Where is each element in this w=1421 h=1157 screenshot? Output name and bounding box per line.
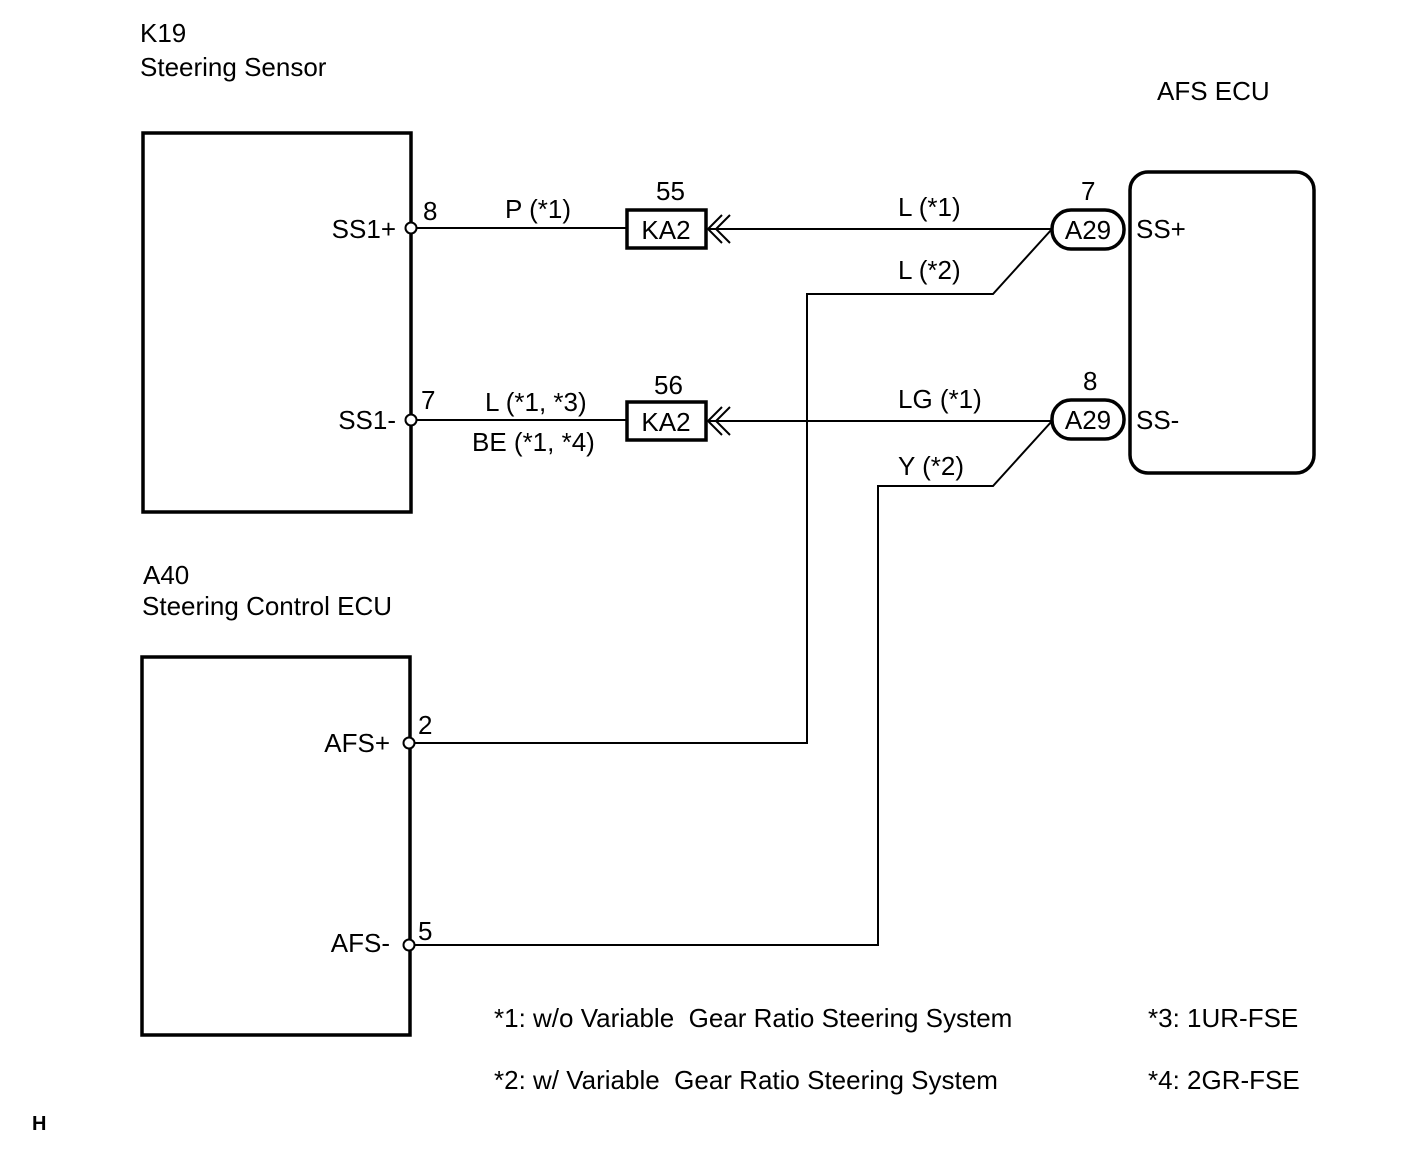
a29-label-top: A29 bbox=[1065, 215, 1111, 245]
wire-labels: P (*1) L (*1) L (*2) L (*1, *3) BE (*1, … bbox=[472, 192, 982, 481]
footnote-2: *2: w/ Variable Gear Ratio Steering Syst… bbox=[494, 1065, 998, 1095]
junction-label-top: KA2 bbox=[641, 215, 690, 245]
chevron-left-icon bbox=[714, 214, 731, 244]
afs-ecu-box bbox=[1128, 170, 1316, 475]
pin-label-ss1-plus: SS1+ bbox=[332, 214, 396, 244]
a40-box bbox=[140, 655, 412, 1037]
wire-afs-minus bbox=[414, 420, 1053, 946]
a29-connector-top: 7 A29 bbox=[1050, 176, 1126, 251]
pin-number-2: 2 bbox=[418, 710, 432, 740]
wire-label-l2: L (*2) bbox=[898, 255, 961, 285]
k19-steering-sensor: K19 Steering Sensor SS1+ 8 SS1- 7 bbox=[140, 18, 437, 514]
corner-mark: H bbox=[32, 1113, 46, 1135]
chevron-left-icon bbox=[714, 406, 731, 436]
a29-pin-number-7: 7 bbox=[1081, 176, 1095, 206]
pin-label-ss1-minus: SS1- bbox=[338, 405, 396, 435]
wire-label-l1: L (*1) bbox=[898, 192, 961, 222]
chevron-left-icon bbox=[706, 214, 723, 244]
pin-label-afs-minus: AFS- bbox=[331, 928, 390, 958]
afs-ecu: AFS ECU SS+ SS- bbox=[1128, 76, 1316, 475]
junction-box-top bbox=[625, 208, 708, 250]
wire-label-lg1: LG (*1) bbox=[898, 384, 982, 414]
junction-number-56: 56 bbox=[654, 370, 683, 400]
junction-box-bottom bbox=[625, 400, 708, 442]
footnote-1: *1: w/o Variable Gear Ratio Steering Sys… bbox=[494, 1003, 1012, 1033]
junction-connector-top: 55 KA2 bbox=[625, 176, 731, 250]
pin-number-8: 8 bbox=[423, 196, 437, 226]
a29-oval-bottom bbox=[1050, 398, 1126, 441]
terminal-afs-plus bbox=[402, 736, 416, 750]
pin-label-ss-minus: SS- bbox=[1136, 405, 1179, 435]
footnote-3: *3: 1UR-FSE bbox=[1148, 1003, 1298, 1033]
afs-ecu-name: AFS ECU bbox=[1157, 76, 1270, 106]
k19-name: Steering Sensor bbox=[140, 52, 327, 82]
wire-label-y2: Y (*2) bbox=[898, 451, 964, 481]
pin-label-afs-plus: AFS+ bbox=[324, 728, 390, 758]
wires bbox=[414, 227, 1053, 946]
pin-label-ss-plus: SS+ bbox=[1136, 214, 1186, 244]
k19-code: K19 bbox=[140, 18, 186, 48]
a29-pin-number-8: 8 bbox=[1083, 366, 1097, 396]
chevron-left-icon bbox=[706, 406, 723, 436]
junction-connector-bottom: 56 KA2 bbox=[625, 370, 731, 442]
junction-number-55: 55 bbox=[656, 176, 685, 206]
a29-connector-bottom: 8 A29 bbox=[1050, 366, 1126, 441]
wire-label-be14: BE (*1, *4) bbox=[472, 427, 595, 457]
wire-label-l13: L (*1, *3) bbox=[485, 387, 587, 417]
terminal-ss1-plus bbox=[404, 221, 418, 235]
pin-number-5: 5 bbox=[418, 916, 432, 946]
a40-name: Steering Control ECU bbox=[142, 591, 392, 621]
a29-label-bottom: A29 bbox=[1065, 405, 1111, 435]
terminal-ss1-minus bbox=[404, 413, 418, 427]
wire-label-p1: P (*1) bbox=[505, 194, 571, 224]
footnotes: *1: w/o Variable Gear Ratio Steering Sys… bbox=[494, 1003, 1300, 1095]
a40-code: A40 bbox=[143, 560, 189, 590]
wire-afs-plus bbox=[414, 228, 1053, 744]
a40-steering-control-ecu: A40 Steering Control ECU AFS+ 2 AFS- 5 bbox=[140, 560, 432, 1037]
k19-box bbox=[141, 131, 413, 514]
junction-label-bottom: KA2 bbox=[641, 407, 690, 437]
terminal-afs-minus bbox=[402, 938, 416, 952]
pin-number-7: 7 bbox=[421, 385, 435, 415]
a29-oval-top bbox=[1050, 208, 1126, 251]
footnote-4: *4: 2GR-FSE bbox=[1148, 1065, 1300, 1095]
